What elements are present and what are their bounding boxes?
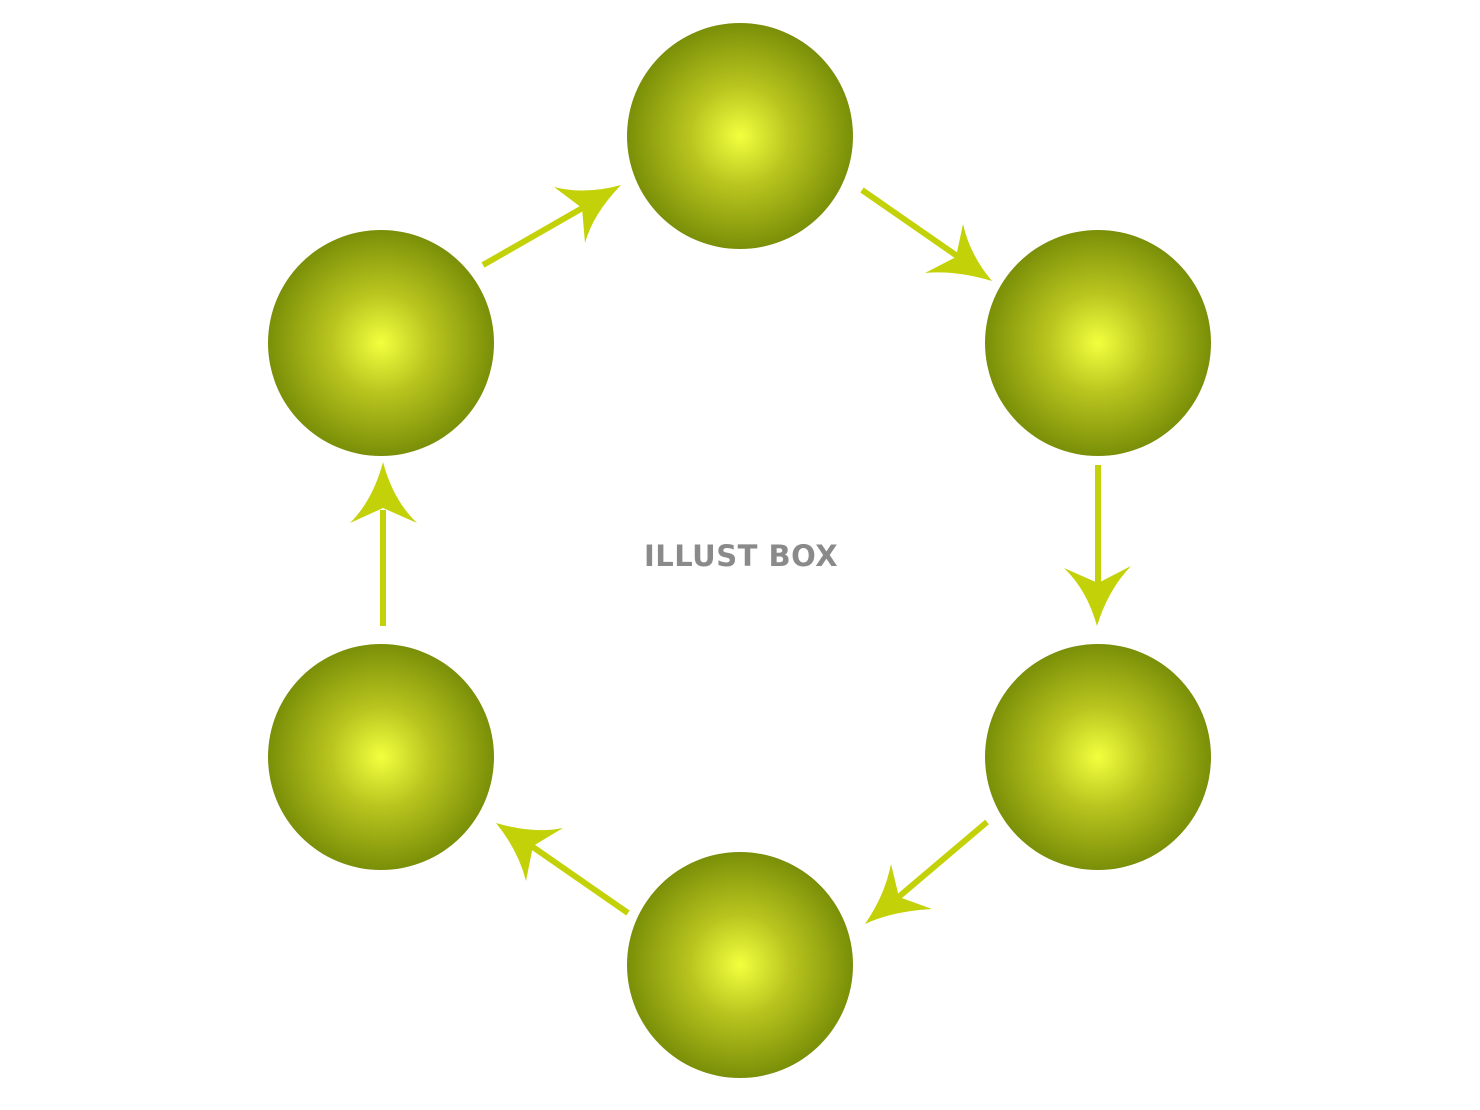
arrow-top-to-upper-right	[860, 187, 992, 281]
arrow-lower-right-to-bottom	[865, 819, 989, 924]
cycle-node-top	[627, 23, 853, 249]
arrow-upper-left-to-top	[481, 185, 621, 268]
cycle-node-lower-right	[985, 644, 1211, 870]
cycle-node-bottom	[627, 852, 853, 1078]
arrow-lower-left-to-upper-left	[350, 462, 417, 626]
cycle-node-upper-right	[985, 230, 1211, 456]
arrow-upper-right-to-lower-right	[1064, 465, 1131, 626]
cycle-node-upper-left	[268, 230, 494, 456]
arrow-bottom-to-lower-left	[496, 823, 630, 916]
cycle-node-lower-left	[268, 644, 494, 870]
watermark-text: ILLUST BOX	[644, 539, 838, 573]
